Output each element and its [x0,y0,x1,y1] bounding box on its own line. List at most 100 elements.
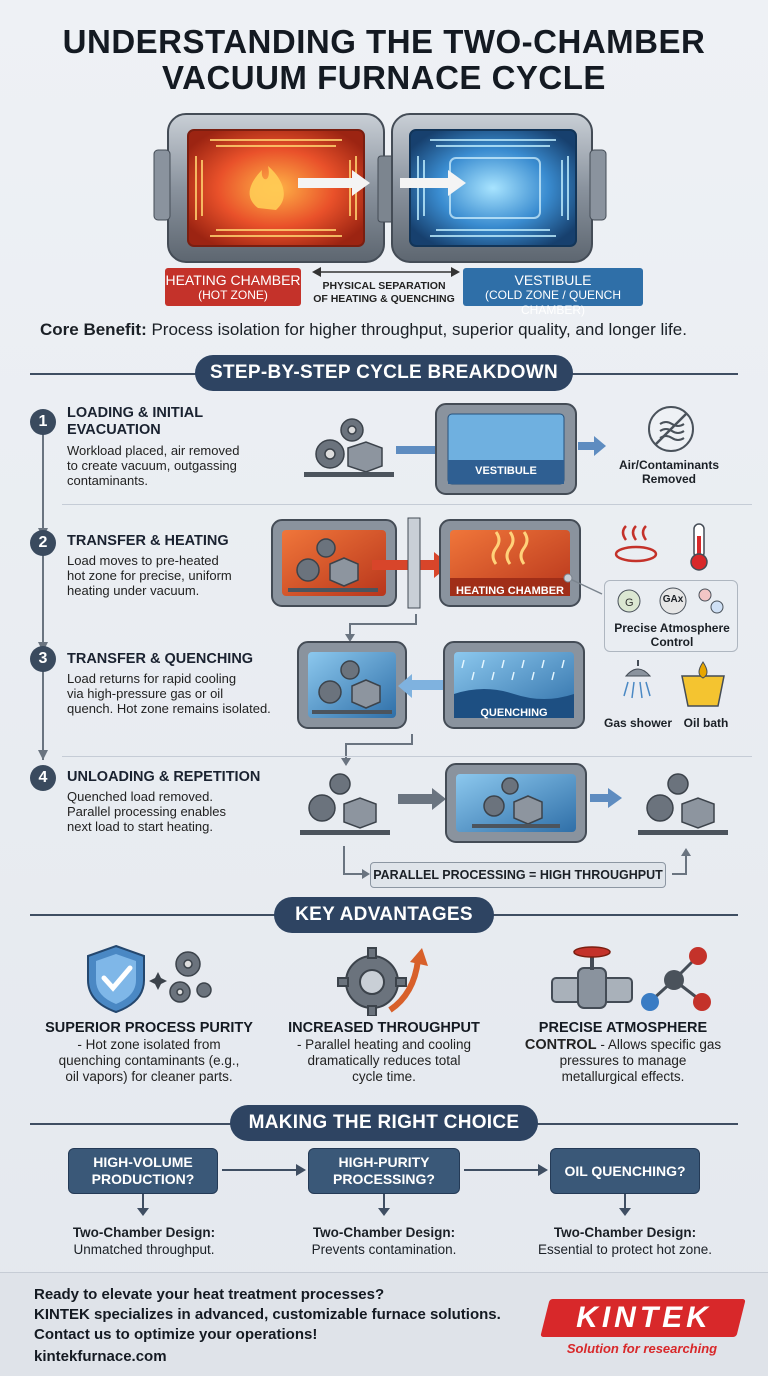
gas-molecules-icon: G [617,587,724,615]
step-4-description: Quenched load removed. Parallel processi… [67,789,226,834]
choice-2-result: Two-Chamber Design: Prevents contaminati… [280,1224,488,1258]
step-3-title: TRANSFER & QUENCHING [67,651,254,667]
advantage-3-desc-line: CONTROL - Allows specific gas [510,1037,736,1053]
gas-shower-label: Gas shower [603,716,673,730]
gears-icon [315,418,364,469]
step-divider [62,756,752,757]
parallel-loop-arrow-icon [343,846,691,879]
choice-1-result: Two-Chamber Design: Unmatched throughput… [40,1224,248,1258]
footer: Ready to elevate your heat treatment pro… [0,1272,768,1376]
title-line-2: VACUUM FURNACE CYCLE [162,59,606,96]
choice-down-arrow-icon [137,1194,149,1216]
choice-arrow-icon [222,1164,306,1176]
separation-arrow-icon [312,267,460,277]
throughput-gear-arrow-icon [337,947,428,1016]
advantage-1-description: - Hot zone isolated from quenching conta… [34,1037,264,1085]
advantage-3-desc-line: pressures to manage [559,1053,687,1068]
step-2-title: TRANSFER & HEATING [67,533,229,549]
step-3-illustration [297,641,585,729]
choice-3-result: Two-Chamber Design: Essential to protect… [510,1224,740,1258]
choice-1-question-line: HIGH-VOLUME [93,1154,193,1170]
step-connector [38,420,48,760]
choice-down-arrow-icon [378,1194,390,1216]
vestibule-label: VESTIBULE (COLD ZONE / QUENCH CHAMBER) [463,268,643,317]
parallel-processing-badge: PARALLEL PROCESSING = HIGH THROUGHPUT [370,862,666,888]
title-line-1: UNDERSTANDING THE TWO-CHAMBER [62,23,706,60]
step-2-number: 2 [30,530,56,556]
choice-3-result-text: Essential to protect hot zone. [537,1242,713,1257]
air-removed-line-2: Removed [641,472,697,486]
choice-down-arrow-icon [619,1194,631,1216]
no-contaminants-icon [648,406,694,452]
atmosphere-line-2: Control [650,635,694,649]
hero-furnace-illustration [153,113,607,263]
choice-1-result-title: Two-Chamber Design: [72,1225,216,1240]
gears-icon [308,773,351,822]
choice-2-question-line: PROCESSING? [333,1171,435,1187]
shield-check-icon [87,944,212,1014]
page-title: UNDERSTANDING THE TWO-CHAMBER VACUUM FUR… [0,24,768,96]
advantage-1-title: SUPERIOR PROCESS PURITY [45,1020,253,1036]
step-4-illustration [300,763,728,843]
step-4-desc-line: next load to start heating. [67,819,213,834]
step-3-desc-line: quench. Hot zone remains isolated. [67,701,271,716]
quench-options-icon [623,660,725,707]
step-1-illustration [304,403,606,495]
valve-molecule-icon [551,946,711,1011]
advantage-3-desc-line: metallurgical effects. [561,1069,685,1084]
oil-bath-label: Oil bath [683,716,729,730]
step-2-to-3-arrow-icon [345,614,417,642]
atmosphere-line-1: Precise Atmosphere [614,621,730,635]
heat-thermometer-icon [614,523,708,571]
choice-arrow-icon [464,1164,548,1176]
oil-bath-icon [681,661,725,707]
step-4-number: 4 [30,765,56,791]
step-2-illustration [271,517,603,609]
step-1-desc-line: contaminants. [67,473,148,488]
advantage-1-desc-line: oil vapors) for cleaner parts. [65,1069,233,1084]
advantage-1-desc-line: - Hot zone isolated from [77,1037,221,1052]
choice-3-question: OIL QUENCHING? [550,1148,700,1194]
kintek-tagline: Solution for researching [566,1341,718,1356]
step-2-description: Load moves to pre-heated hot zone for pr… [67,553,232,598]
vestibule-title: VESTIBULE [514,272,592,288]
kintek-logo: KINTEK [576,1301,712,1334]
step-3-desc-line: via high-pressure gas or oil [67,686,224,701]
air-removed-label: Air/Contaminants Removed [604,458,734,486]
separation-line-2: OF HEATING & QUENCHING [313,293,455,305]
separation-label: PHYSICAL SEPARATION OF HEATING & QUENCHI… [307,280,461,306]
atmosphere-control-card: G GAx Precise Atmosphere Control [604,580,738,652]
advantage-3-desc-start: - Allows specific gas [596,1037,722,1052]
core-benefit: Core Benefit: Process isolation for high… [40,320,740,340]
step-1-vestibule-label: VESTIBULE [475,465,537,477]
advantage-2-desc-line: - Parallel heating and cooling [296,1037,472,1052]
advantage-3-title: PRECISE ATMOSPHERE [538,1020,708,1036]
footer-line-2: KINTEK specializes in advanced, customiz… [34,1306,501,1323]
advantage-1-desc-line: quenching contaminants (e.g., [58,1053,240,1068]
step-3-quenching-label: QUENCHING [480,707,548,719]
heating-chamber-subtitle: (HOT ZONE) [198,288,268,302]
core-benefit-label: Core Benefit: [40,320,147,339]
vestibule-subtitle: (COLD ZONE / QUENCH CHAMBER) [484,288,621,317]
gears-icon [646,773,689,822]
choice-3-result-title: Two-Chamber Design: [553,1225,697,1240]
step-1-title-line-1: LOADING & INITIAL [67,405,204,421]
gas-shower-icon [623,660,652,699]
step-3-desc-line: Load returns for rapid cooling [67,671,237,686]
footer-line-1: Ready to elevate your heat treatment pro… [34,1286,385,1303]
advantages-header: KEY ADVANTAGES [274,897,494,933]
step-1-title: LOADING & INITIAL EVACUATION [67,405,203,439]
svg-text:G: G [625,597,634,609]
step-2-desc-line: heating under vacuum. [67,583,200,598]
step-3-to-4-arrow-icon [341,734,413,766]
footer-url-link[interactable]: kintekfurnace.com [34,1348,167,1365]
air-removed-line-1: Air/Contaminants [618,458,719,472]
gas-formula-label: GAx [662,594,684,605]
advantage-3-title-line-2: CONTROL [524,1037,597,1053]
valve-icon [551,946,633,1009]
step-2-heating-label: HEATING CHAMBER [456,585,564,597]
step-3-number: 3 [30,646,56,672]
advantage-2-desc-line: cycle time. [352,1069,416,1084]
step-4-desc-line: Parallel processing enables [67,804,226,819]
